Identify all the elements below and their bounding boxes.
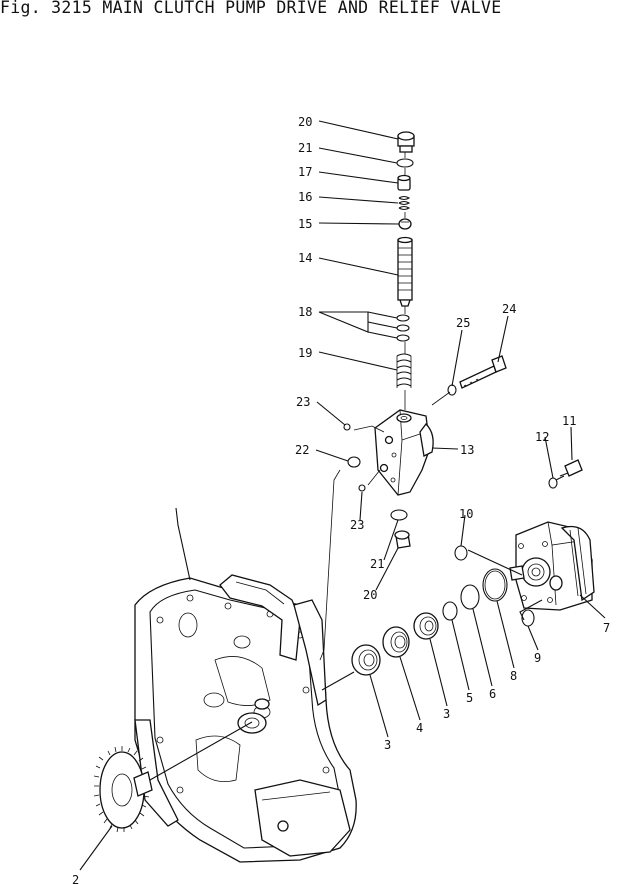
pump-part [467,521,595,621]
snap-ring-part [442,601,458,621]
callout-23-top: 23 [296,395,310,409]
valve-spool-part [397,236,413,307]
o-ring-21-top-part [396,158,414,168]
washer-25-part [447,384,457,396]
callout-9: 9 [534,651,541,665]
figure-title: Fig. 3215 MAIN CLUTCH PUMP DRIVE AND REL… [0,0,502,17]
callout-20-bottom: 20 [363,588,377,602]
callout-16: 16 [298,190,312,204]
callout-22: 22 [295,443,309,457]
o-ring-8-part [482,568,508,602]
callout-20-top: 20 [298,115,312,129]
callout-17: 17 [298,165,312,179]
gear-part [93,721,253,833]
seal-part [382,626,410,658]
callout-19: 19 [298,346,312,360]
bolt-11-part [555,459,583,481]
callout-10: 10 [459,507,473,521]
bearing-right-part [413,612,439,640]
callout-18: 18 [298,305,312,319]
callout-6: 6 [489,687,496,701]
valve-body-part [374,409,434,496]
o-ring-21-lower-part [390,509,408,521]
shims-18-part [396,314,410,342]
bearing-left-part [321,644,381,691]
shim-16-part [398,195,411,211]
callout-8: 8 [510,669,517,683]
callout-7: 7 [603,621,610,635]
bolt-24-part [459,355,507,389]
o-ring-9-part [521,609,535,627]
callout-23-bottom: 23 [350,518,364,532]
callout-3-right: 3 [443,707,450,721]
callout-2: 2 [72,873,79,884]
callout-15: 15 [298,217,312,231]
callout-3-left: 3 [384,738,391,752]
callout-14: 14 [298,251,312,265]
plug-lower-part [394,530,411,549]
callout-21-top: 21 [298,141,312,155]
o-ring-23-bottom-part [358,484,366,492]
o-ring-10-part [454,545,468,561]
callout-5: 5 [466,691,473,705]
callout-11: 11 [562,414,576,428]
spring-seat-part [397,174,411,191]
o-ring-6-part [460,584,480,610]
o-ring-22-part [347,456,361,468]
o-ring-23-top-part [343,423,351,431]
callout-25: 25 [456,316,470,330]
plug-top-part [397,131,415,153]
housing-part [134,507,357,863]
callout-12: 12 [535,430,549,444]
spring-part [396,353,412,388]
washer-12-part [548,477,558,489]
callout-24: 24 [502,302,516,316]
poppet-part [398,218,412,230]
callout-13: 13 [460,443,474,457]
callout-21-bottom: 21 [370,557,384,571]
callout-4: 4 [416,721,423,735]
leader-lines [79,120,606,871]
